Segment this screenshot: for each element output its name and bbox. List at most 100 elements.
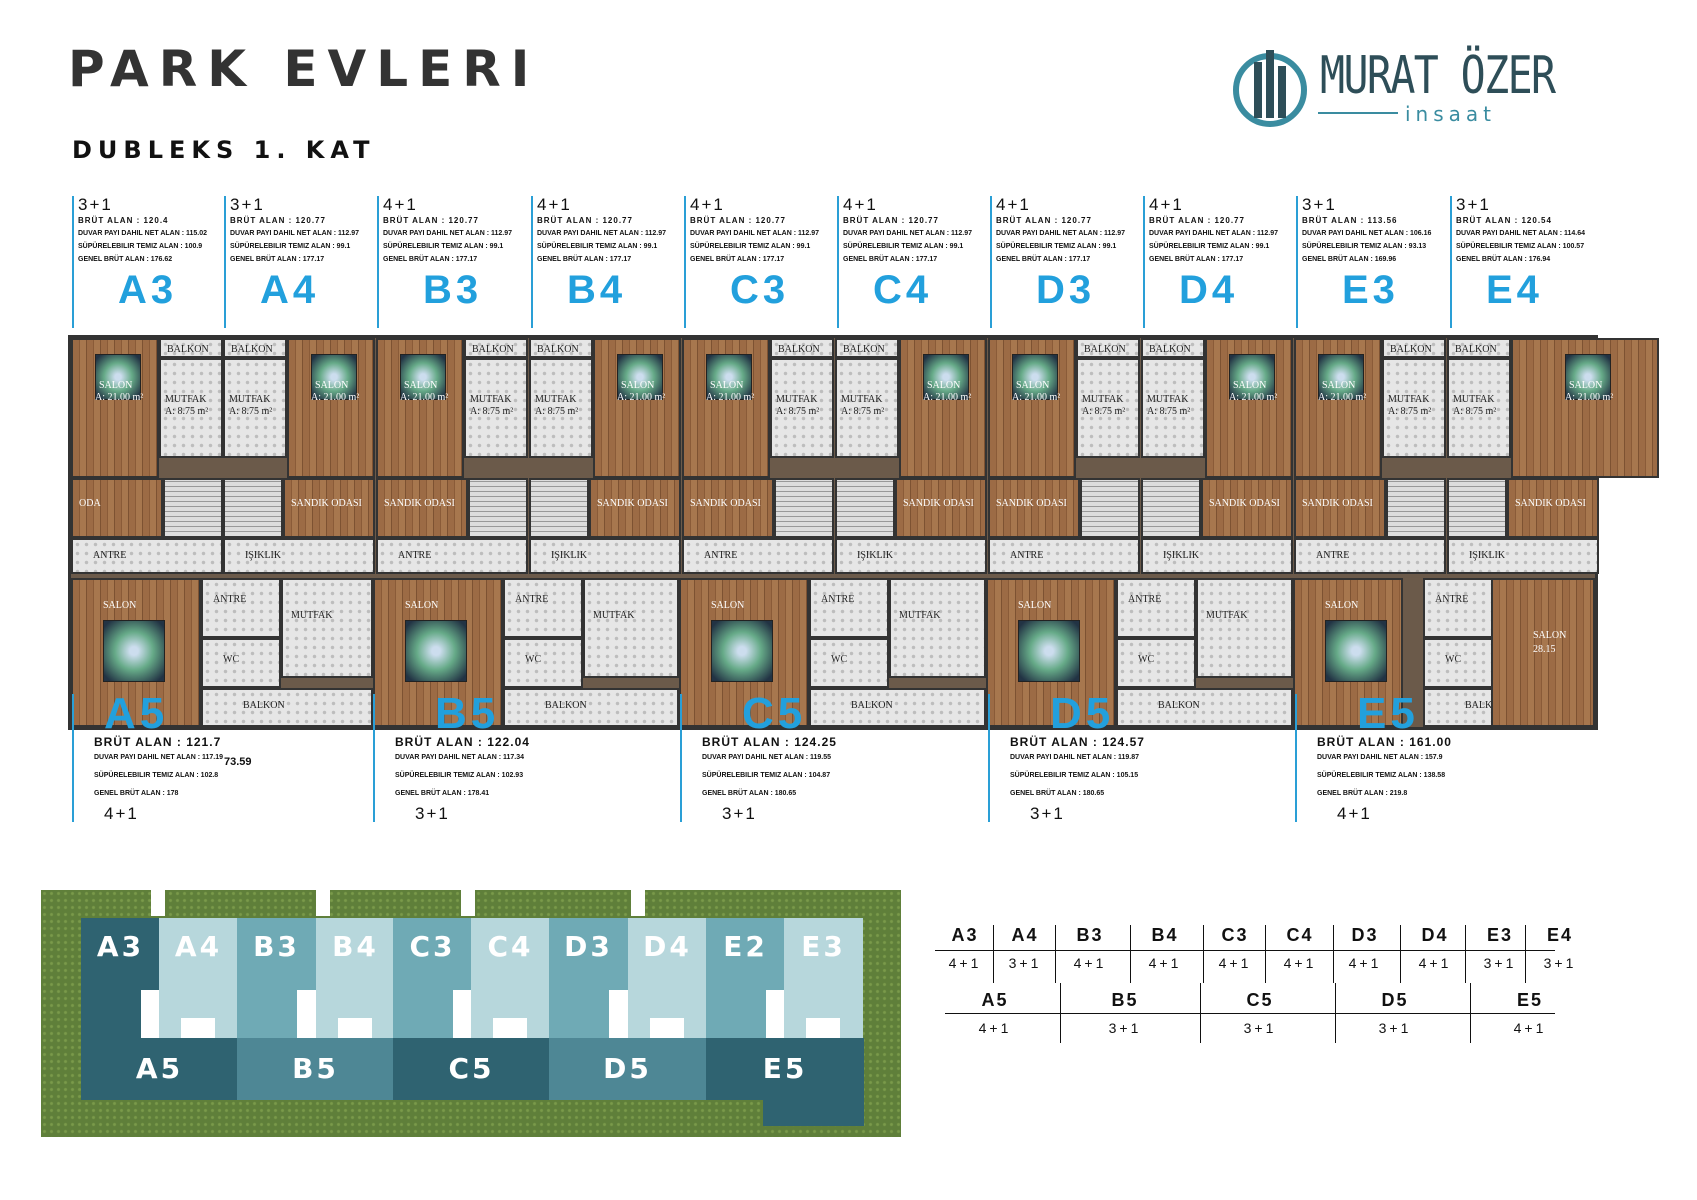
summary-type: 3+1 — [1543, 955, 1577, 971]
unit-genel-area: GENEL BRÜT ALAN : 177.17 — [690, 256, 785, 263]
storage-room: SANDIK ODASI — [682, 478, 774, 538]
room-label: A: 21.00 m² — [1012, 392, 1061, 403]
unit-room-type: 3+1 — [230, 195, 265, 214]
room-label: SANDIK ODASI — [1302, 498, 1373, 509]
unit-net-area: DUVAR PAYI DAHIL NET ALAN : 112.97 — [843, 230, 973, 237]
room-label: BALKON — [537, 344, 579, 355]
room-label: A: 8.75 m² — [776, 406, 820, 417]
room-label: SALON — [315, 380, 349, 391]
room-label: SANDIK ODASI — [291, 498, 362, 509]
salon-rug — [1012, 354, 1058, 400]
room-label: BALKON — [1149, 344, 1191, 355]
unit-brut-area: BRÜT ALAN : 124.57 — [1010, 735, 1145, 749]
summary-type: 3+1 — [1108, 1020, 1142, 1036]
entrance-hall: ANTRE — [682, 538, 834, 574]
unit-room-type: 3+1 — [78, 195, 113, 214]
balcony: BALKON — [159, 338, 223, 358]
room-label: MUTFAK — [1082, 394, 1124, 405]
minimap-gap — [461, 890, 475, 916]
minimap-cell-a5: A5 — [81, 1038, 238, 1100]
balcony: BALKON — [1382, 338, 1446, 358]
room-label: WC — [223, 654, 240, 665]
room-label: MUTFAK — [776, 394, 818, 405]
entrance-hall: ANTRE — [1294, 538, 1446, 574]
unit-code: D5 — [1050, 689, 1115, 738]
unit-room-type: 3+1 — [1456, 195, 1491, 214]
unit-net-area: DUVAR PAYI DAHIL NET ALAN : 112.97 — [996, 230, 1126, 237]
room-label: SANDIK ODASI — [1515, 498, 1586, 509]
unit-brut-area: BRÜT ALAN : 120.54 — [1456, 216, 1552, 225]
unit-net-area: DUVAR PAYI DAHIL NET ALAN : 157.9 — [1317, 754, 1443, 761]
summary-col-line — [1130, 925, 1131, 983]
unit-temiz-area: SÜPÜRELEBILIR TEMIZ ALAN : 99.1 — [690, 243, 811, 250]
room-label: MUTFAK — [1453, 394, 1495, 405]
summary-col-line — [1055, 925, 1056, 983]
room-label: SALON — [1016, 380, 1050, 391]
unit-genel-area: GENEL BRÜT ALAN : 177.17 — [537, 256, 632, 263]
room-label: MUTFAK — [1147, 394, 1189, 405]
salon-rug — [95, 354, 141, 400]
room-label: SALON — [1018, 600, 1052, 611]
room-label: BALKON — [1084, 344, 1126, 355]
summary-col-line — [1335, 983, 1336, 1043]
room-label: BALKON — [472, 344, 514, 355]
room-label: A: 21.00 m² — [400, 392, 449, 403]
room-label: WC — [525, 654, 542, 665]
room-label: SANDIK ODASI — [690, 498, 761, 509]
room-label: MUTFAK — [841, 394, 883, 405]
lower-entrance: ANTRE — [201, 578, 281, 638]
room-label: ANTRE — [1010, 550, 1044, 561]
room-label: A: 21.00 m² — [706, 392, 755, 403]
unit-code: B5 — [435, 689, 500, 738]
brand-subtitle: insaat — [1405, 102, 1497, 126]
room-label: WC — [831, 654, 848, 665]
unit-brut-area: BRÜT ALAN : 120.77 — [996, 216, 1092, 225]
minimap-cell-c5: C5 — [393, 1038, 550, 1100]
entrance-hall: ANTRE — [71, 538, 223, 574]
storage-room: SANDIK ODASI — [1201, 478, 1293, 538]
brand-divider — [1318, 112, 1398, 114]
room-label: A: 21.00 m² — [1318, 392, 1367, 403]
unit-brut-area: BRÜT ALAN : 121.7 — [94, 735, 222, 749]
room-label: ANTRE — [398, 550, 432, 561]
unit-extra-value: 73.59 — [224, 756, 252, 768]
room-label: SALON — [710, 380, 744, 391]
summary-col-line — [1200, 983, 1201, 1043]
unit-net-area: DUVAR PAYI DAHIL NET ALAN : 112.97 — [383, 230, 513, 237]
room-label: BALKON — [1455, 344, 1497, 355]
balcony: BALKON — [1141, 338, 1205, 358]
unit-temiz-area: SÜPÜRELEBILIR TEMIZ ALAN : 138.58 — [1317, 772, 1446, 779]
summary-code-d4: D4 — [1421, 925, 1449, 945]
room-label: A: 21.00 m² — [1229, 392, 1278, 403]
room-label: A: 21.00 m² — [923, 392, 972, 403]
stair-hall — [163, 478, 223, 538]
room-label: A: 21.00 m² — [95, 392, 144, 403]
room-label: SALON — [1569, 380, 1603, 391]
room-label: SANDIK ODASI — [996, 498, 1067, 509]
room-label: A: 21.00 m² — [311, 392, 360, 403]
room-label: IŞIKLIK — [551, 550, 588, 561]
storage-room: SANDIK ODASI — [589, 478, 681, 538]
unit-code: C5 — [742, 689, 807, 738]
room-label: MUTFAK — [899, 610, 941, 621]
unit-brut-area: BRÜT ALAN : 120.77 — [1149, 216, 1245, 225]
unit-code: A4 — [260, 268, 320, 312]
room-label: BALKON — [851, 700, 893, 711]
room-label: SALON — [1533, 630, 1567, 641]
summary-col-line — [1465, 925, 1466, 983]
unit-brut-area: BRÜT ALAN : 120.77 — [690, 216, 786, 225]
unit-brut-area: BRÜT ALAN : 120.77 — [843, 216, 939, 225]
room-label: ANTRE — [515, 594, 549, 605]
room-label: SALON — [99, 380, 133, 391]
summary-type: 3+1 — [1378, 1020, 1412, 1036]
room-label: A: 8.75 m² — [1082, 406, 1126, 417]
room-label: ANTRE — [93, 550, 127, 561]
minimap-cell-e5: E5 — [706, 1038, 864, 1100]
unit-net-area: DUVAR PAYI DAHIL NET ALAN : 112.97 — [690, 230, 820, 237]
